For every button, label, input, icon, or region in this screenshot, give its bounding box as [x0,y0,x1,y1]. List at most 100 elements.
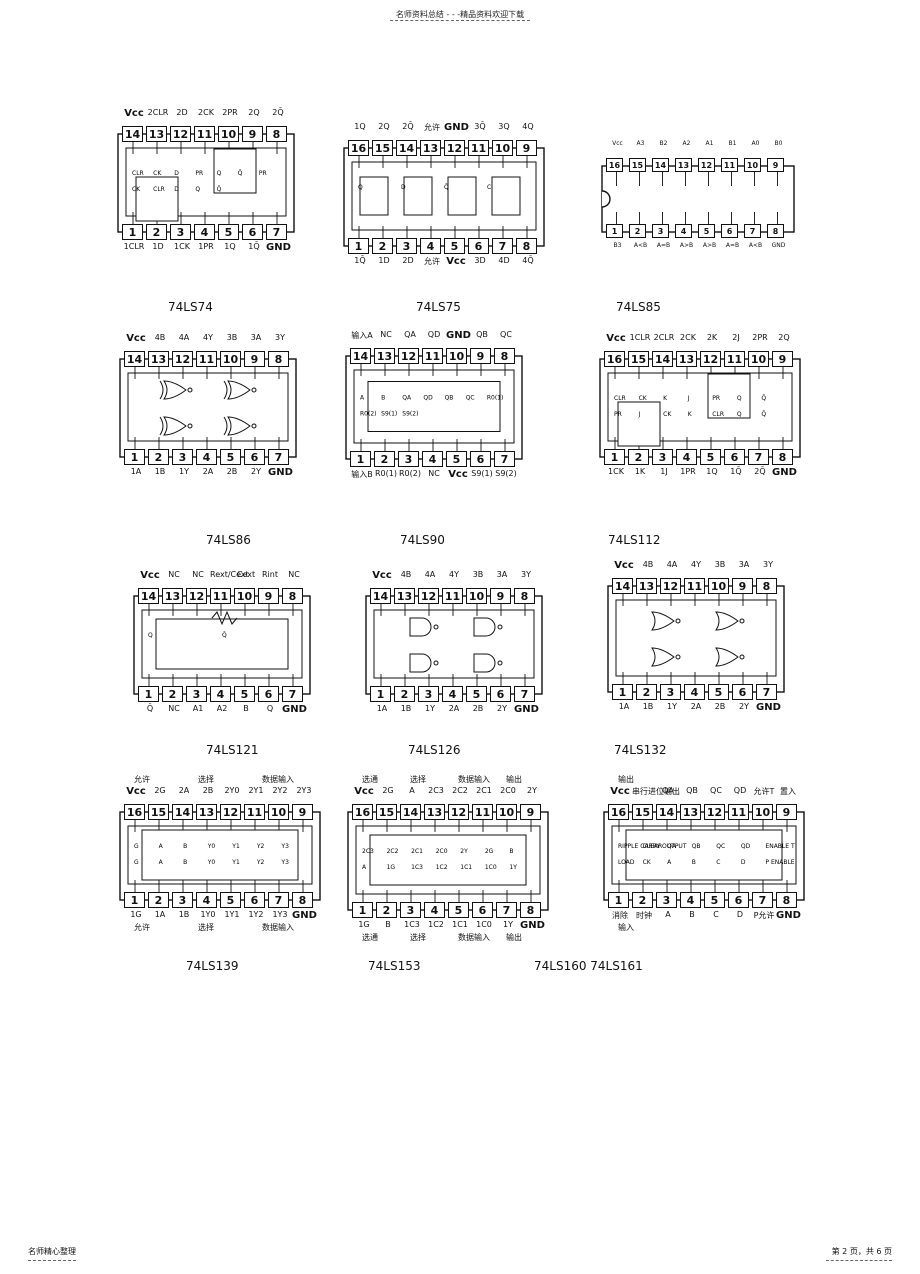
top-pin-label: 1CLR [629,333,651,342]
pin-8: 8 [776,892,797,908]
inner-label: B [381,395,385,402]
bottom-pin-label: 1Y3 [272,910,288,919]
pin-6: 6 [258,686,279,702]
bottom-pin-label: R0(1) [375,469,397,478]
pin-5: 5 [704,892,725,908]
pin-5: 5 [444,238,465,254]
bottom-pin-label: C [713,910,719,919]
top-pin-label: A3 [636,140,645,147]
bottom-pin-label: GND [520,920,545,931]
top-pin-label: 3B [226,333,238,342]
bottom-pin-label: A<B [748,242,763,249]
top-pin-label: 2C0 [500,786,516,795]
top-pin-label: 2C3 [428,786,444,795]
inner-label: B [692,859,696,866]
pin-6: 6 [472,902,493,918]
bottom-pin-label: GND [756,702,781,713]
inner-label: 1C2 [436,864,448,871]
pin-11: 11 [721,158,738,172]
pin-7: 7 [266,224,287,240]
group-note-top: 数据输入 [262,775,294,784]
top-pin-label: 允许T [753,787,775,796]
top-pin-label: 2Y [527,786,537,795]
top-pin-label: QD [733,786,747,795]
inner-label: K [663,395,668,402]
pin-5: 5 [446,451,467,467]
bottom-pin-label: A1 [192,704,204,713]
pin-10: 10 [220,351,241,367]
pin-11: 11 [472,804,493,820]
bottom-pin-label: 消除 [612,911,628,920]
group-note-bottom: 允许 [134,923,150,932]
pin-1: 1 [604,449,625,465]
pin-5: 5 [220,449,241,465]
pin-13: 13 [676,351,697,367]
inner-label: A [159,843,164,850]
top-pin-label: Vcc [614,560,634,571]
bottom-pin-label: 4Q̄ [522,256,534,265]
pin-11: 11 [194,126,215,142]
pin-7: 7 [744,224,761,238]
inner-label: Q [148,632,153,639]
inner-label: Q [195,186,200,193]
pin-6: 6 [721,224,738,238]
bottom-pin-label: GND [268,467,293,478]
pin-14: 14 [350,348,371,364]
bottom-pin-label: 1K [634,467,646,476]
pin-5: 5 [234,686,255,702]
inner-label: QC [466,395,475,402]
page-header: 名师资料总结 - - -精品资料欢迎下载 [395,10,525,19]
inner-label: CK [643,859,652,866]
bottom-pin-label: 2Q̄ [754,467,766,476]
pin-10: 10 [268,804,289,820]
pin-2: 2 [629,224,646,238]
bottom-pin-label: 1G [358,920,370,929]
pin-15: 15 [148,804,169,820]
pin-8: 8 [772,449,793,465]
top-pin-label: 2B [202,786,214,795]
pin-14: 14 [138,588,159,604]
bottom-pin-label: 1CK [174,242,190,251]
pin-1: 1 [138,686,159,702]
pin-2: 2 [394,686,415,702]
pin-10: 10 [234,588,255,604]
pin-12: 12 [172,351,193,367]
top-pin-label: 3Y [763,560,773,569]
pin-9: 9 [470,348,491,364]
pin-3: 3 [172,449,193,465]
pin-10: 10 [752,804,773,820]
pin-10: 10 [496,804,517,820]
top-pin-label: 2CLR [147,108,169,117]
pin-1: 1 [606,224,623,238]
inner-label: 2G [485,848,494,855]
pin-5: 5 [700,449,721,465]
inner-label: CK [663,411,672,418]
inner-label: G [134,859,139,866]
group-note-bottom: 输入 [618,923,634,932]
top-pin-label: NC [192,570,204,579]
inner-label: PR [614,411,622,418]
inner-label: J [638,411,641,418]
pin-7: 7 [268,892,289,908]
pin-3: 3 [656,892,677,908]
inner-label: QC [716,843,725,850]
pin-7: 7 [268,449,289,465]
pin-9: 9 [776,804,797,820]
bottom-pin-label: 2A [202,467,214,476]
top-pin-label: 3Y [521,570,531,579]
pin-2: 2 [376,902,397,918]
bottom-pin-label: 2B [472,704,484,713]
inner-label: CLR [712,411,724,418]
